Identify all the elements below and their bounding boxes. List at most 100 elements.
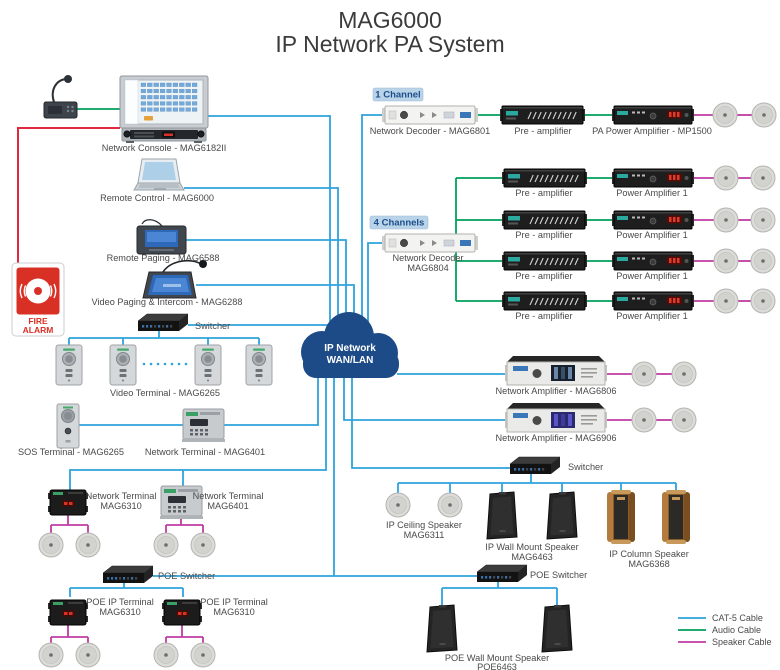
diagram-title-line1: MAG6000: [338, 7, 442, 33]
poe-wall-mount-speaker-label-line2: POE6463: [477, 662, 517, 670]
ip-ceiling-speaker-device: [385, 492, 411, 518]
poe-ip-terminal-device-1: [47, 599, 89, 626]
ceiling-speaker: [750, 288, 776, 314]
network-amplifier-6906-device: [504, 402, 608, 433]
poe-switcher-left-label: POE Switcher: [158, 571, 215, 581]
legend-speaker-label: Speaker Cable: [712, 637, 772, 647]
network-amplifier-6806-label: Network Amplifier - MAG6806: [495, 386, 616, 396]
network-terminal-6401-device: [181, 408, 226, 443]
ceiling-speaker: [751, 102, 777, 128]
ceiling-speaker: [153, 532, 179, 558]
video-paging-device: [142, 259, 207, 299]
laptop-device: [133, 158, 185, 191]
remote-paging-device: [136, 219, 187, 255]
pre-amplifier-device: [501, 251, 588, 271]
ip-ceiling-speaker-device: [437, 492, 463, 518]
ip-column-speaker-label-line2: MAG6368: [628, 559, 669, 569]
fire-alarm-label-line1: FIRE: [28, 316, 48, 326]
ceiling-speaker: [631, 407, 657, 433]
network-terminal-6401-label: Network Terminal - MAG6401: [145, 447, 265, 457]
ip-column-speaker-label-line1: IP Column Speaker: [609, 549, 689, 559]
pre-amplifier-label: Pre - amplifier: [514, 126, 571, 136]
legend-cat5-label: CAT-5 Cable: [712, 613, 763, 623]
ceiling-speaker: [713, 207, 739, 233]
poe-switcher-device-right: [476, 564, 528, 583]
ip-column-speaker-device: [662, 490, 690, 544]
sos-terminal-label: SOS Terminal - MAG6265: [18, 447, 124, 457]
remote-paging-label: Remote Paging - MAG6588: [107, 253, 220, 263]
fire-alarm-label-line2: ALARM: [23, 325, 54, 335]
sos-terminal-device: [56, 403, 80, 449]
network-console-label: Network Console - MAG6182II: [102, 143, 227, 153]
ceiling-speaker: [75, 532, 101, 558]
ceiling-speaker: [750, 207, 776, 233]
ip-wall-mount-speaker-label-line1: IP Wall Mount Speaker: [485, 542, 578, 552]
network-terminal-6401b-label-line1: Network Terminal: [193, 491, 264, 501]
power-amplifier-device: [611, 168, 695, 188]
video-terminal-ellipsis: [142, 362, 188, 366]
ceiling-speaker: [750, 248, 776, 274]
ceiling-speaker: [190, 532, 216, 558]
video-terminal-device: [194, 344, 222, 386]
legend-audio-label: Audio Cable: [712, 625, 761, 635]
video-terminal-label: Video Terminal - MAG6265: [110, 388, 220, 398]
power-amplifier-label: Power Amplifier 1: [616, 230, 688, 240]
video-terminal-device: [109, 344, 137, 386]
ip-ceiling-speaker-label-line1: IP Ceiling Speaker: [386, 520, 462, 530]
svg-text:4 Channels: 4 Channels: [374, 218, 425, 229]
network-terminal-6310-device: [47, 489, 89, 516]
four-channels-badge: 4 Channels: [369, 215, 429, 230]
switcher-device-right: [509, 456, 561, 475]
power-amplifier-device: [611, 210, 695, 230]
poe-ip-terminal-2-label-line1: POE IP Terminal: [200, 597, 268, 607]
ceiling-speaker: [712, 102, 738, 128]
poe-ip-terminal-2-label-line2: MAG6310: [213, 607, 254, 617]
poe-wall-mount-speaker-device: [541, 604, 573, 653]
pre-amplifier-label: Pre - amplifier: [515, 230, 572, 240]
network-console-device: [119, 75, 209, 143]
pre-amplifier-label: Pre - amplifier: [515, 311, 572, 321]
fire-alarm-panel: FIRE ALARM: [11, 262, 65, 337]
ceiling-speaker: [750, 165, 776, 191]
diagram-title-line2: IP Network PA System: [275, 31, 504, 57]
ceiling-speaker: [671, 361, 697, 387]
poe-wall-mount-speaker-device: [426, 604, 458, 653]
paging-microphone-device: [43, 75, 78, 119]
ceiling-speaker: [713, 288, 739, 314]
video-paging-label: Video Paging & Intercom - MAG6288: [92, 297, 243, 307]
power-amplifier-device: [611, 291, 695, 311]
ip-ceiling-speaker-label-line2: MAG6311: [404, 530, 445, 540]
power-amplifier-device: [611, 251, 695, 271]
pre-amplifier-label: Pre - amplifier: [515, 271, 572, 281]
one-channel-badge: 1 Channel: [372, 87, 424, 102]
network-amplifier-6806-device: [504, 355, 608, 386]
poe-ip-terminal-device-2: [161, 599, 203, 626]
pa-power-amplifier-label: PA Power Amplifier - MP1500: [592, 126, 712, 136]
cloud-label-line1: IP Network: [324, 343, 376, 354]
ip-network-cloud: IP Network WAN/LAN: [301, 312, 399, 378]
ceiling-speaker: [75, 642, 101, 668]
poe-switcher-right-label: POE Switcher: [530, 570, 587, 580]
ceiling-speaker: [671, 407, 697, 433]
network-amplifier-6906-label: Network Amplifier - MAG6906: [495, 433, 616, 443]
switcher-right-label: Switcher: [568, 462, 603, 472]
pre-amplifier-device: [501, 291, 588, 311]
pre-amplifier-device: [499, 105, 586, 125]
network-terminal-6310-label-line1: Network Terminal: [86, 491, 157, 501]
ceiling-speaker: [38, 642, 64, 668]
ceiling-speaker: [38, 532, 64, 558]
pre-amplifier-label: Pre - amplifier: [515, 188, 572, 198]
pa-power-amplifier-device: [611, 105, 695, 125]
video-terminal-device: [245, 344, 273, 386]
power-amplifier-label: Power Amplifier 1: [616, 188, 688, 198]
switcher-device-left: [137, 313, 189, 332]
pre-amplifier-device: [501, 210, 588, 230]
cloud-label-line2: WAN/LAN: [327, 355, 374, 366]
switcher-left-label: Switcher: [195, 321, 230, 331]
video-terminal-device: [55, 344, 83, 386]
ceiling-speaker: [190, 642, 216, 668]
power-amplifier-label: Power Amplifier 1: [616, 311, 688, 321]
ip-wall-mount-speaker-label-line2: MAG6463: [511, 552, 552, 562]
network-decoder-6804-label-line2: MAG6804: [407, 263, 448, 273]
